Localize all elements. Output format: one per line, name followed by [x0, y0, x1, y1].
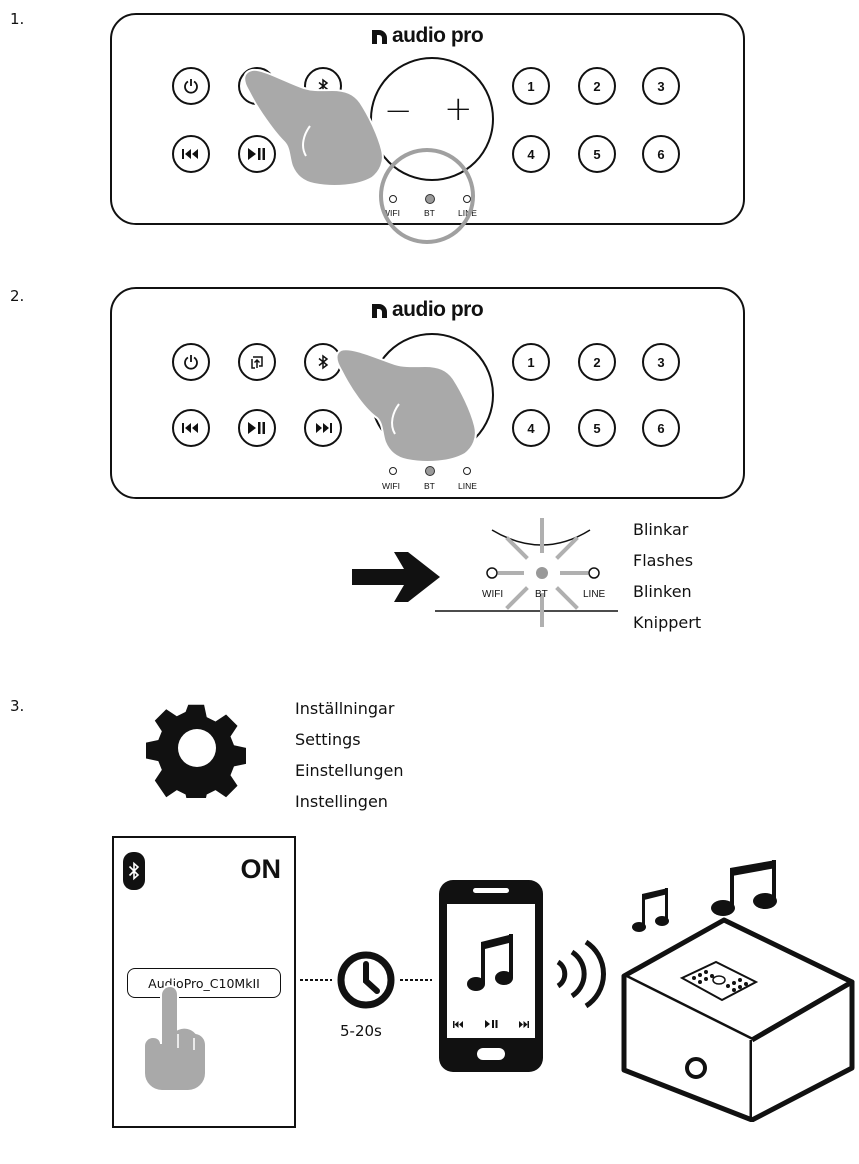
- preset-4-button[interactable]: 4: [512, 409, 550, 447]
- bt-highlight-ring: [379, 148, 475, 244]
- brand-name: audio pro: [392, 24, 484, 47]
- settings-label-sv: Inställningar: [295, 699, 395, 718]
- flashes-label-list: Blinkar Flashes Blinken Knippert: [633, 514, 701, 638]
- multiroom-button[interactable]: [238, 343, 276, 381]
- smartphone: [439, 880, 543, 1072]
- line-led: [463, 467, 471, 475]
- preset-5-button[interactable]: 5: [578, 409, 616, 447]
- pressing-hand-icon: [335, 348, 477, 463]
- callout-line-label: LINE: [583, 589, 606, 600]
- bluetooth-icon: [318, 78, 329, 94]
- power-icon: [184, 79, 198, 94]
- preset-1-button[interactable]: 1: [512, 67, 550, 105]
- bluetooth-settings-screen: ON AudioPro_C10MkII: [112, 836, 296, 1128]
- flashes-label-sv: Blinkar: [633, 520, 689, 539]
- clock-icon: [337, 951, 395, 1009]
- wifi-led: [389, 467, 397, 475]
- gear-icon: [146, 704, 246, 798]
- brand-logo: audio pro: [371, 24, 484, 48]
- pressing-hand-icon: [243, 68, 384, 187]
- device-name-entry[interactable]: AudioPro_C10MkII: [127, 968, 281, 998]
- next-button[interactable]: [304, 409, 342, 447]
- play-pause-icon: [248, 422, 265, 434]
- preset-4-button[interactable]: 4: [512, 135, 550, 173]
- volume-plus[interactable]: +: [444, 89, 473, 129]
- bt-led: [425, 466, 435, 476]
- multiroom-icon: [251, 356, 263, 369]
- power-button[interactable]: [172, 343, 210, 381]
- previous-icon: [182, 423, 198, 433]
- step-2-number: 2.: [10, 287, 25, 305]
- previous-button[interactable]: [172, 409, 210, 447]
- audio-pro-logo-icon: [372, 303, 387, 318]
- previous-icon: [453, 1020, 463, 1028]
- power-icon: [184, 355, 198, 370]
- flash-rays: [498, 518, 588, 627]
- bluetooth-icon: [318, 354, 329, 370]
- previous-button[interactable]: [172, 135, 210, 173]
- music-note-icon: [467, 934, 513, 991]
- connector-right: [400, 979, 432, 981]
- preset-3-button[interactable]: 3: [642, 67, 680, 105]
- preset-2-button[interactable]: 2: [578, 67, 616, 105]
- phone-playback-controls: [453, 1020, 529, 1028]
- play-pause-icon: [248, 148, 265, 160]
- preset-5-button[interactable]: 5: [578, 135, 616, 173]
- step-3-number: 3.: [10, 697, 25, 715]
- timer-label: 5-20s: [340, 1022, 382, 1040]
- bt-led-flashing-callout: [435, 518, 618, 627]
- callout-bt-label: BT: [535, 589, 548, 600]
- settings-label-en: Settings: [295, 730, 361, 749]
- next-icon: [316, 423, 332, 433]
- tapping-hand-icon: [143, 984, 207, 1092]
- flashes-label-nl: Knippert: [633, 613, 702, 632]
- speaker-illustration: [621, 917, 855, 1122]
- bluetooth-icon: [123, 852, 145, 890]
- phone-home-button: [477, 1048, 505, 1060]
- callout-wifi-label: WIFI: [482, 589, 504, 600]
- play-pause-button[interactable]: [238, 409, 276, 447]
- flashes-label-de: Blinken: [633, 582, 692, 601]
- next-icon: [519, 1020, 529, 1028]
- connector-left: [300, 979, 332, 981]
- bluetooth-toggle-state[interactable]: ON: [240, 854, 282, 884]
- phone-speaker: [473, 888, 509, 893]
- settings-label-list: Inställningar Settings Einstellungen Ins…: [295, 693, 403, 817]
- wifi-led-label: WIFI: [382, 481, 400, 491]
- sound-waves-icon: [556, 939, 606, 1009]
- flashes-label-en: Flashes: [633, 551, 694, 570]
- settings-label-nl: Instellingen: [295, 792, 388, 811]
- music-note-icon: [632, 888, 669, 932]
- step-1-number: 1.: [10, 10, 25, 28]
- power-button[interactable]: [172, 67, 210, 105]
- previous-icon: [182, 149, 198, 159]
- brand-logo: audio pro: [371, 298, 484, 322]
- play-pause-button[interactable]: [238, 135, 276, 173]
- brand-name: audio pro: [392, 298, 484, 321]
- volume-minus[interactable]: −: [384, 91, 413, 131]
- bt-led-label: BT: [424, 481, 435, 491]
- preset-3-button[interactable]: 3: [642, 343, 680, 381]
- preset-2-button[interactable]: 2: [578, 343, 616, 381]
- line-led-label: LINE: [458, 481, 477, 491]
- phone-screen: [447, 904, 535, 1038]
- music-note-icon: [711, 860, 777, 916]
- settings-label-de: Einstellungen: [295, 761, 404, 780]
- play-pause-icon: [484, 1020, 497, 1028]
- arrow-right-icon: [352, 552, 440, 602]
- preset-6-button[interactable]: 6: [642, 135, 680, 173]
- preset-1-button[interactable]: 1: [512, 343, 550, 381]
- audio-pro-logo-icon: [372, 29, 387, 44]
- preset-6-button[interactable]: 6: [642, 409, 680, 447]
